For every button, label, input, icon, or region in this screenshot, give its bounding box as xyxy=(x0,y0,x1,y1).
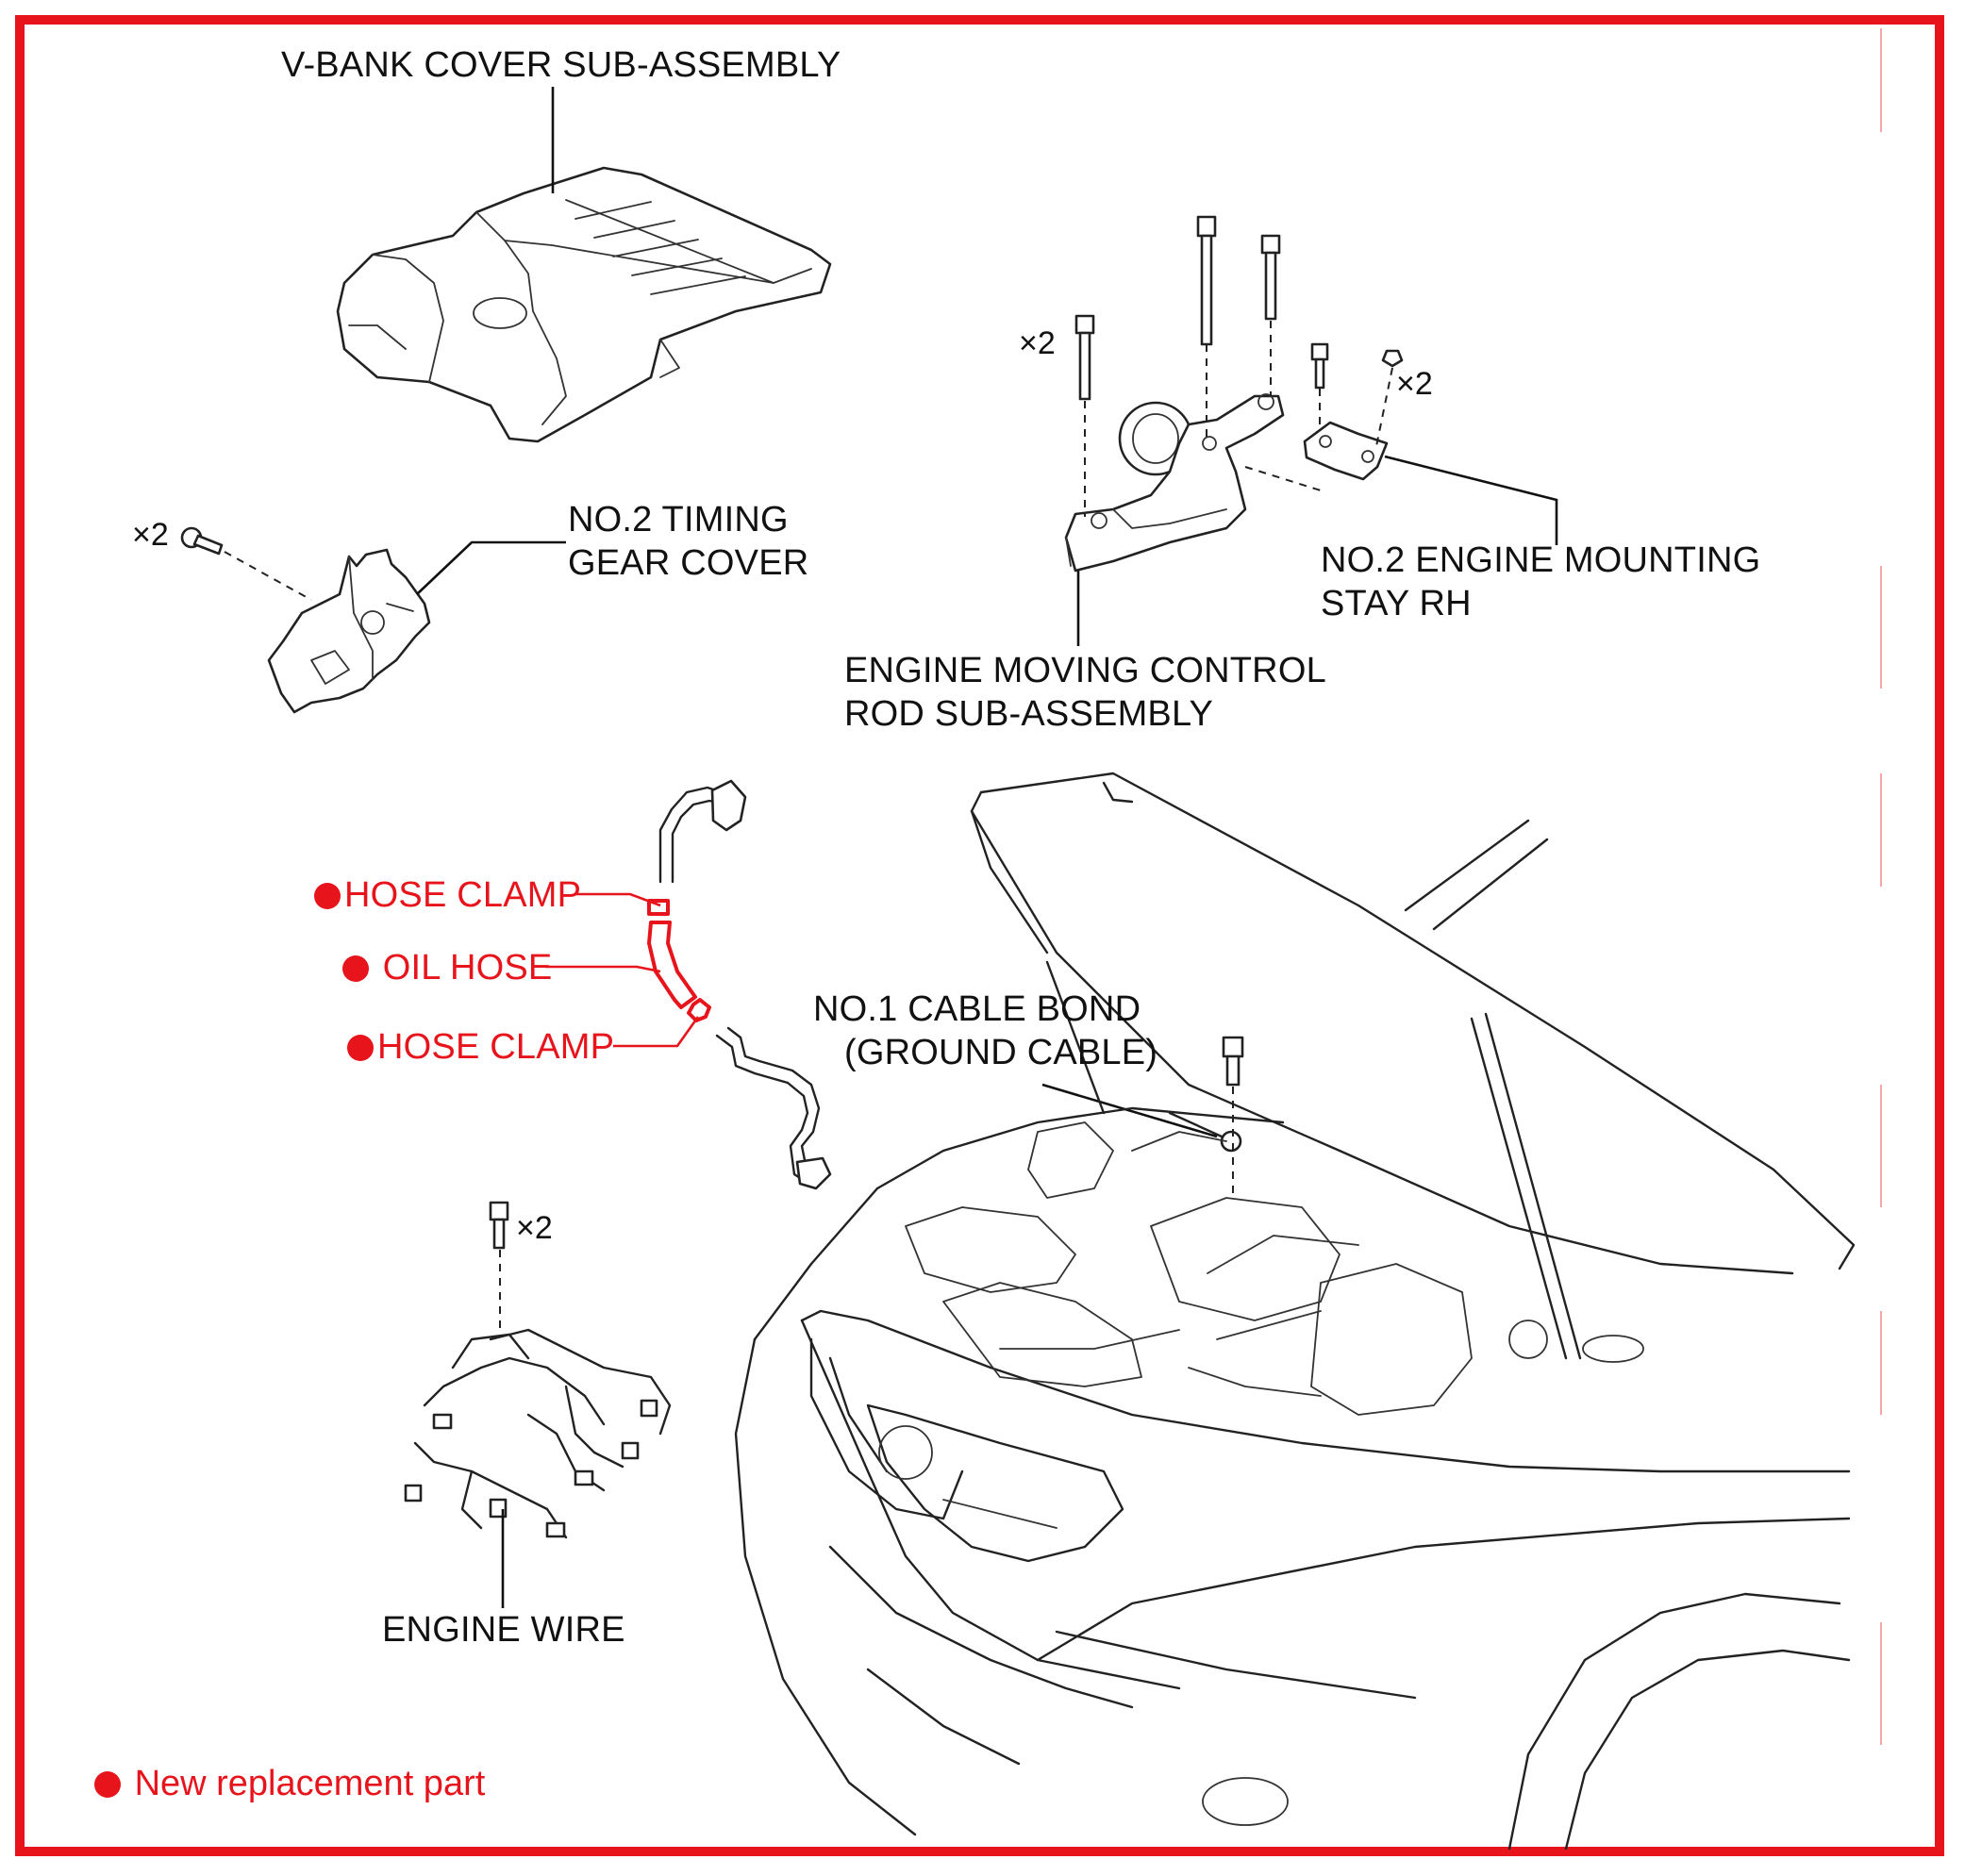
cable-bond-part xyxy=(1168,1036,1244,1153)
label-engine-wire: ENGINE WIRE xyxy=(382,1610,625,1650)
leader-oil-hose xyxy=(545,965,661,973)
new-part-marker xyxy=(347,1035,374,1061)
vehicle-outline xyxy=(734,772,1856,1851)
legend: New replacement part xyxy=(94,1764,485,1804)
control-rod-part xyxy=(1064,393,1285,573)
label-timing-cover-line1: NO.2 TIMING xyxy=(568,500,789,540)
qty-stay-nuts: ×2 xyxy=(1396,366,1433,402)
new-part-marker xyxy=(314,883,341,909)
new-part-marker xyxy=(342,955,369,982)
leader-hose-clamp-upper xyxy=(575,892,661,907)
hose-clamp-lower-text: HOSE CLAMP xyxy=(377,1027,615,1067)
oil-hose-red xyxy=(647,899,711,1022)
label-oil-hose: OIL HOSE xyxy=(342,946,552,989)
oil-hose-pipe-upper xyxy=(658,779,747,884)
diagram-border xyxy=(15,15,1944,1856)
dash-timing xyxy=(224,551,312,601)
engine-wire-part xyxy=(404,1201,672,1539)
hose-clamp-upper-text: HOSE CLAMP xyxy=(344,875,582,915)
mounting-stay-part xyxy=(1303,342,1404,481)
label-cable-bond-line1: NO.1 CABLE BOND xyxy=(813,989,1141,1029)
oil-hose-pipe-lower xyxy=(715,1026,832,1190)
label-mounting-stay-line1: NO.2 ENGINE MOUNTING xyxy=(1321,540,1761,580)
leader-mounting-stay xyxy=(1384,455,1558,545)
label-control-rod-line1: ENGINE MOVING CONTROL xyxy=(844,651,1326,690)
dash-rod-4 xyxy=(1244,466,1322,491)
v-bank-cover-part xyxy=(336,166,832,443)
leader-hose-clamp-lower xyxy=(613,1016,700,1048)
label-control-rod-line2: ROD SUB-ASSEMBLY xyxy=(844,694,1214,734)
dash-stay-2 xyxy=(1374,367,1393,452)
label-mounting-stay-line2: STAY RH xyxy=(1321,584,1472,623)
leader-timing xyxy=(416,540,566,595)
label-v-bank-cover: V-BANK COVER SUB-ASSEMBLY xyxy=(281,45,841,85)
qty-timing-bolts: ×2 xyxy=(132,517,169,553)
legend-marker xyxy=(94,1771,121,1798)
label-timing-cover-line2: GEAR COVER xyxy=(568,543,809,583)
leader-cable-bond xyxy=(1041,1083,1218,1138)
timing-cover-bolt xyxy=(180,526,224,556)
qty-wire-bolts: ×2 xyxy=(516,1210,553,1246)
label-hose-clamp-lower: HOSE CLAMP xyxy=(347,1025,614,1069)
label-cable-bond-line2: (GROUND CABLE) xyxy=(844,1033,1158,1072)
qty-rod-bolts: ×2 xyxy=(1019,325,1056,361)
label-hose-clamp-upper: HOSE CLAMP xyxy=(314,873,581,917)
oil-hose-text: OIL HOSE xyxy=(382,948,553,988)
timing-gear-cover-part xyxy=(267,548,431,714)
control-rod-bolts xyxy=(1074,215,1281,401)
legend-text: New replacement part xyxy=(134,1764,486,1803)
